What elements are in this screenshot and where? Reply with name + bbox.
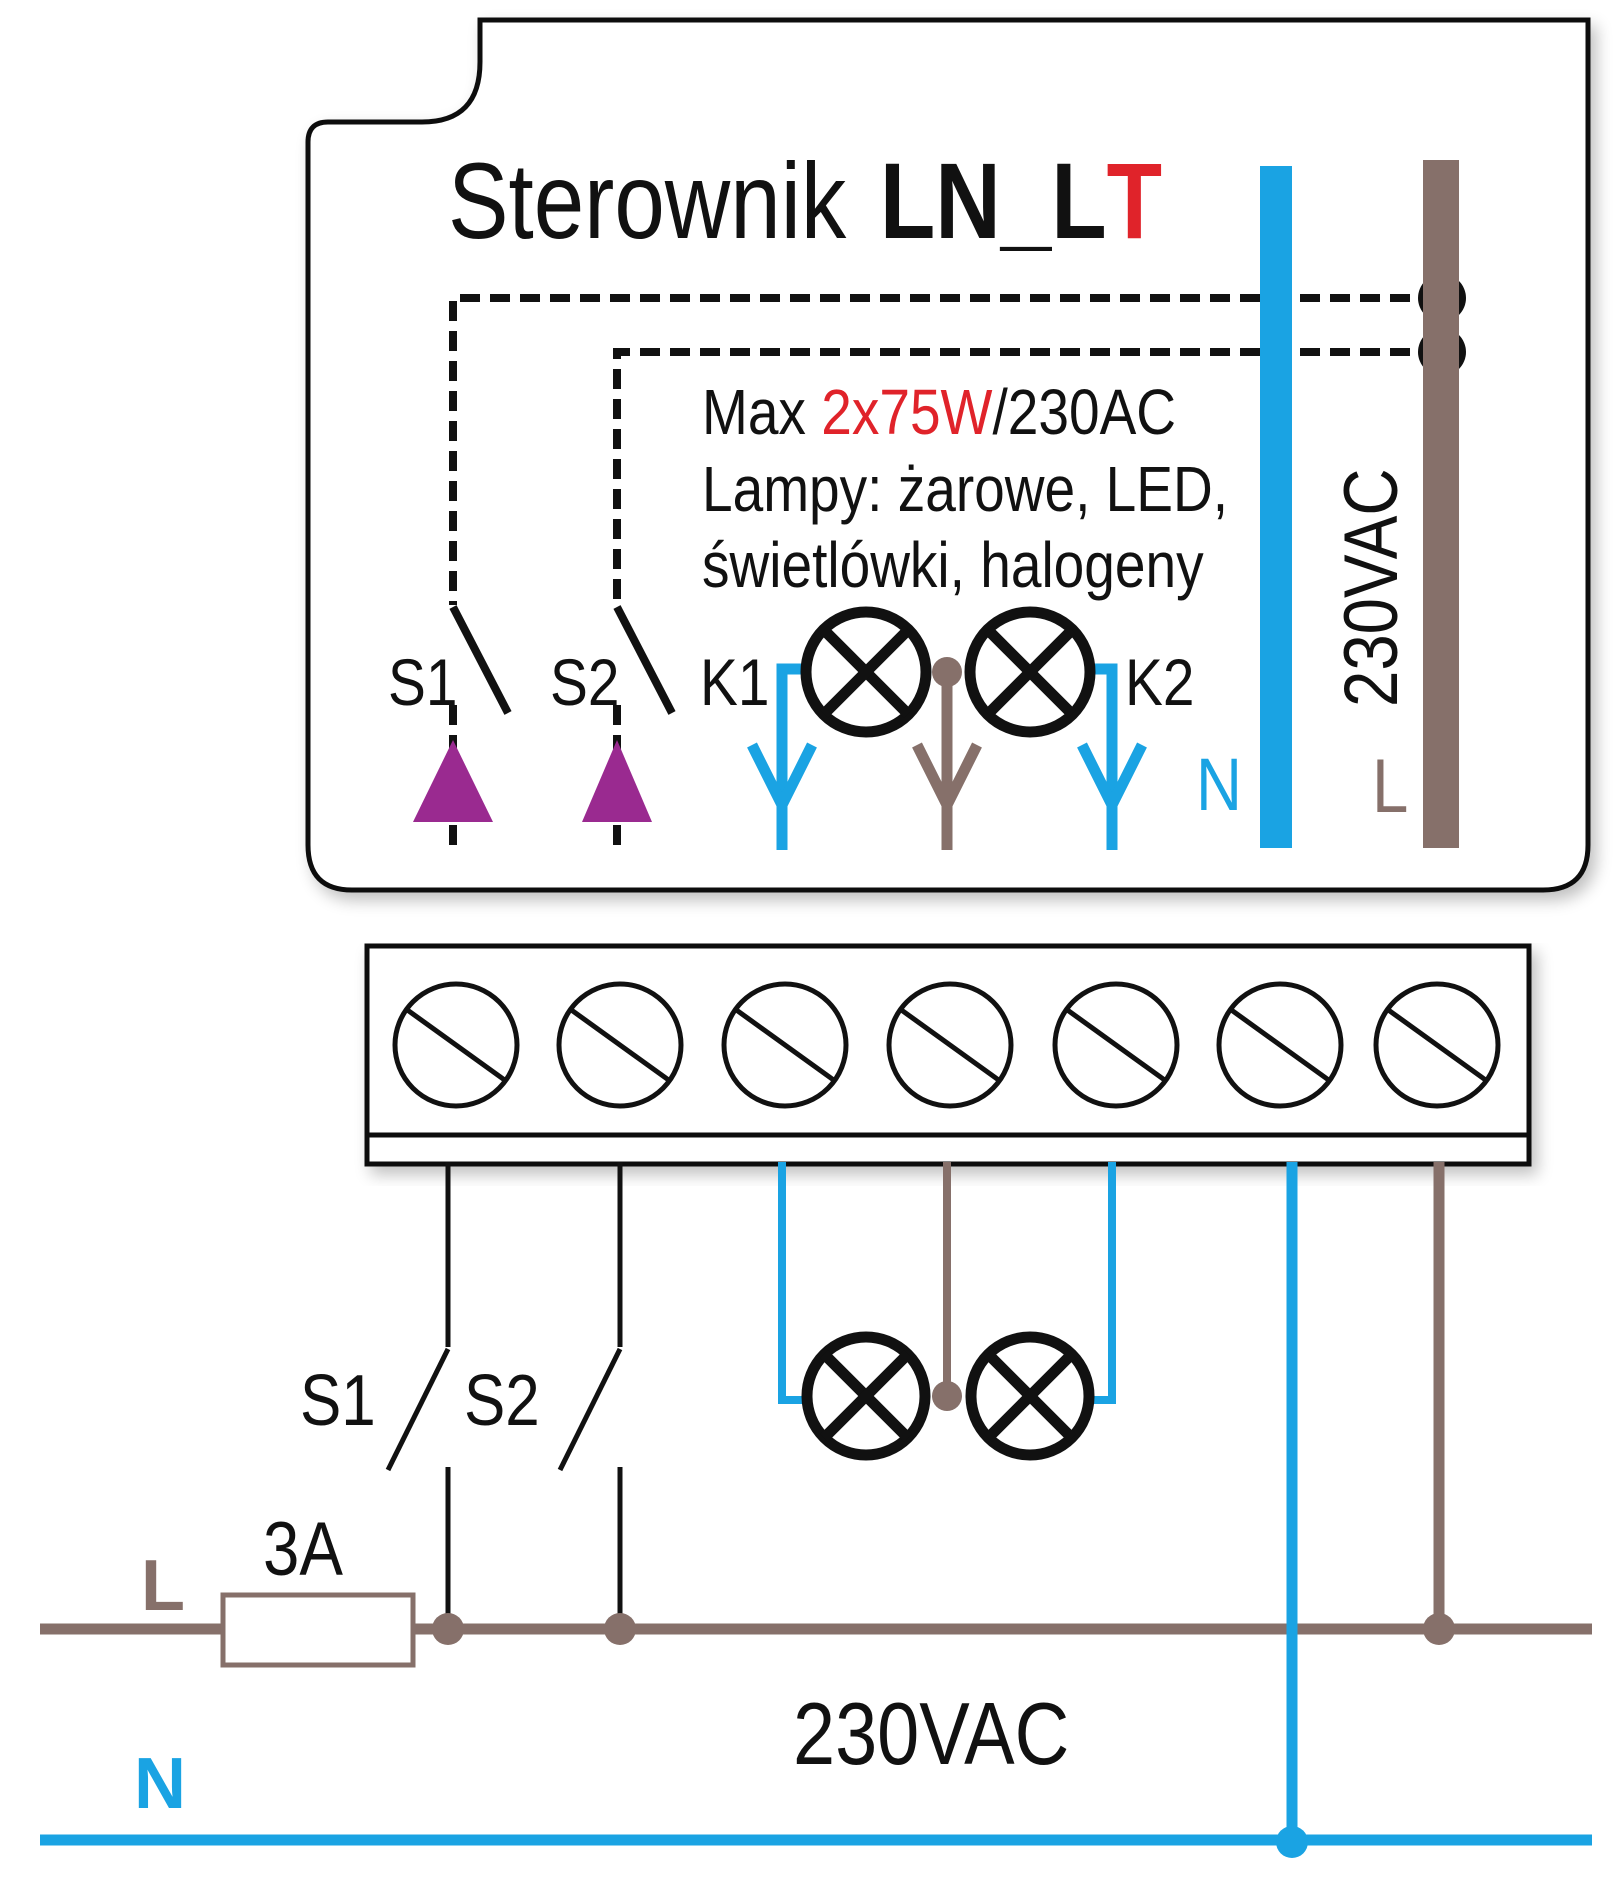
spec-line-2: Lampy: żarowe, LED, [702, 453, 1228, 525]
internal-lamp-2 [964, 606, 1096, 738]
external-lamp-1 [801, 1331, 931, 1461]
k2-arrowhead [1077, 742, 1147, 818]
device-label-k2: K2 [1125, 646, 1194, 720]
fuse [220, 1592, 416, 1668]
s1-switch-blade [449, 605, 512, 715]
internal-lamp-1 [800, 606, 932, 738]
common-arrowhead [912, 742, 982, 818]
internal-switches [449, 605, 676, 715]
terminal-screw [1216, 981, 1344, 1109]
s1-external-blade [385, 1347, 451, 1472]
mains-voltage-label: 230VAC [793, 1686, 1069, 1784]
device-label-voltage-vertical: 230VAC [1329, 468, 1414, 707]
title-model-black: LN_L [880, 142, 1107, 262]
s2-input-arrow [582, 740, 652, 822]
external-lamp-2 [965, 1331, 1095, 1461]
k1-blue-wire [776, 663, 806, 850]
external-label-s2: S2 [464, 1361, 540, 1441]
terminal-screws [392, 981, 1501, 1109]
device-label-s1: S1 [388, 646, 457, 720]
terminal-screw [721, 981, 849, 1109]
title-model-red: T [1107, 142, 1162, 262]
external-label-s1: S1 [300, 1361, 376, 1441]
l-junction-dot [1423, 1613, 1455, 1645]
terminal-screw [1052, 981, 1180, 1109]
k2-blue-wire [1088, 663, 1118, 850]
device-label-l: L [1372, 744, 1408, 829]
mains-l-label: L [141, 1546, 185, 1626]
fuse-rating-label: 3A [263, 1507, 344, 1592]
terminal-screw [392, 981, 520, 1109]
s2-l-junction-dot [604, 1613, 636, 1645]
k1-arrowhead [747, 742, 817, 818]
external-lamp-wiring [778, 1162, 1116, 1404]
s2-external-blade [557, 1347, 623, 1472]
k1-external-wire [778, 1162, 806, 1404]
k2-external-wire [1088, 1162, 1116, 1404]
spec-line-1: Max 2x75W/230AC [702, 376, 1176, 448]
internal-lamp-common-dot [932, 657, 962, 687]
terminal-screw [556, 981, 684, 1109]
device-label-s2: S2 [550, 646, 619, 720]
spec-line-3: świetlówki, halogeny [702, 529, 1204, 601]
n-junction-dot [1276, 1826, 1308, 1858]
s1-input-arrow [413, 740, 493, 822]
mains-n-label: N [134, 1744, 186, 1824]
device-title: Sterownik LN_LT [448, 142, 1162, 262]
internal-lamp-wiring [776, 663, 1118, 850]
external-lamp-common-dot [932, 1381, 962, 1411]
s2-dashed-wire [613, 348, 1440, 605]
title-prefix: Sterownik [448, 142, 846, 262]
s2-switch-blade [613, 605, 676, 715]
s1-l-junction-dot [432, 1613, 464, 1645]
external-switch-wires [385, 1162, 623, 1629]
device-label-k1: K1 [700, 646, 769, 720]
device-n-bus [1260, 166, 1292, 848]
device-label-n: N [1196, 744, 1242, 827]
device-l-bus [1423, 160, 1459, 848]
terminal-screw [1373, 981, 1501, 1109]
terminal-screw [886, 981, 1014, 1109]
